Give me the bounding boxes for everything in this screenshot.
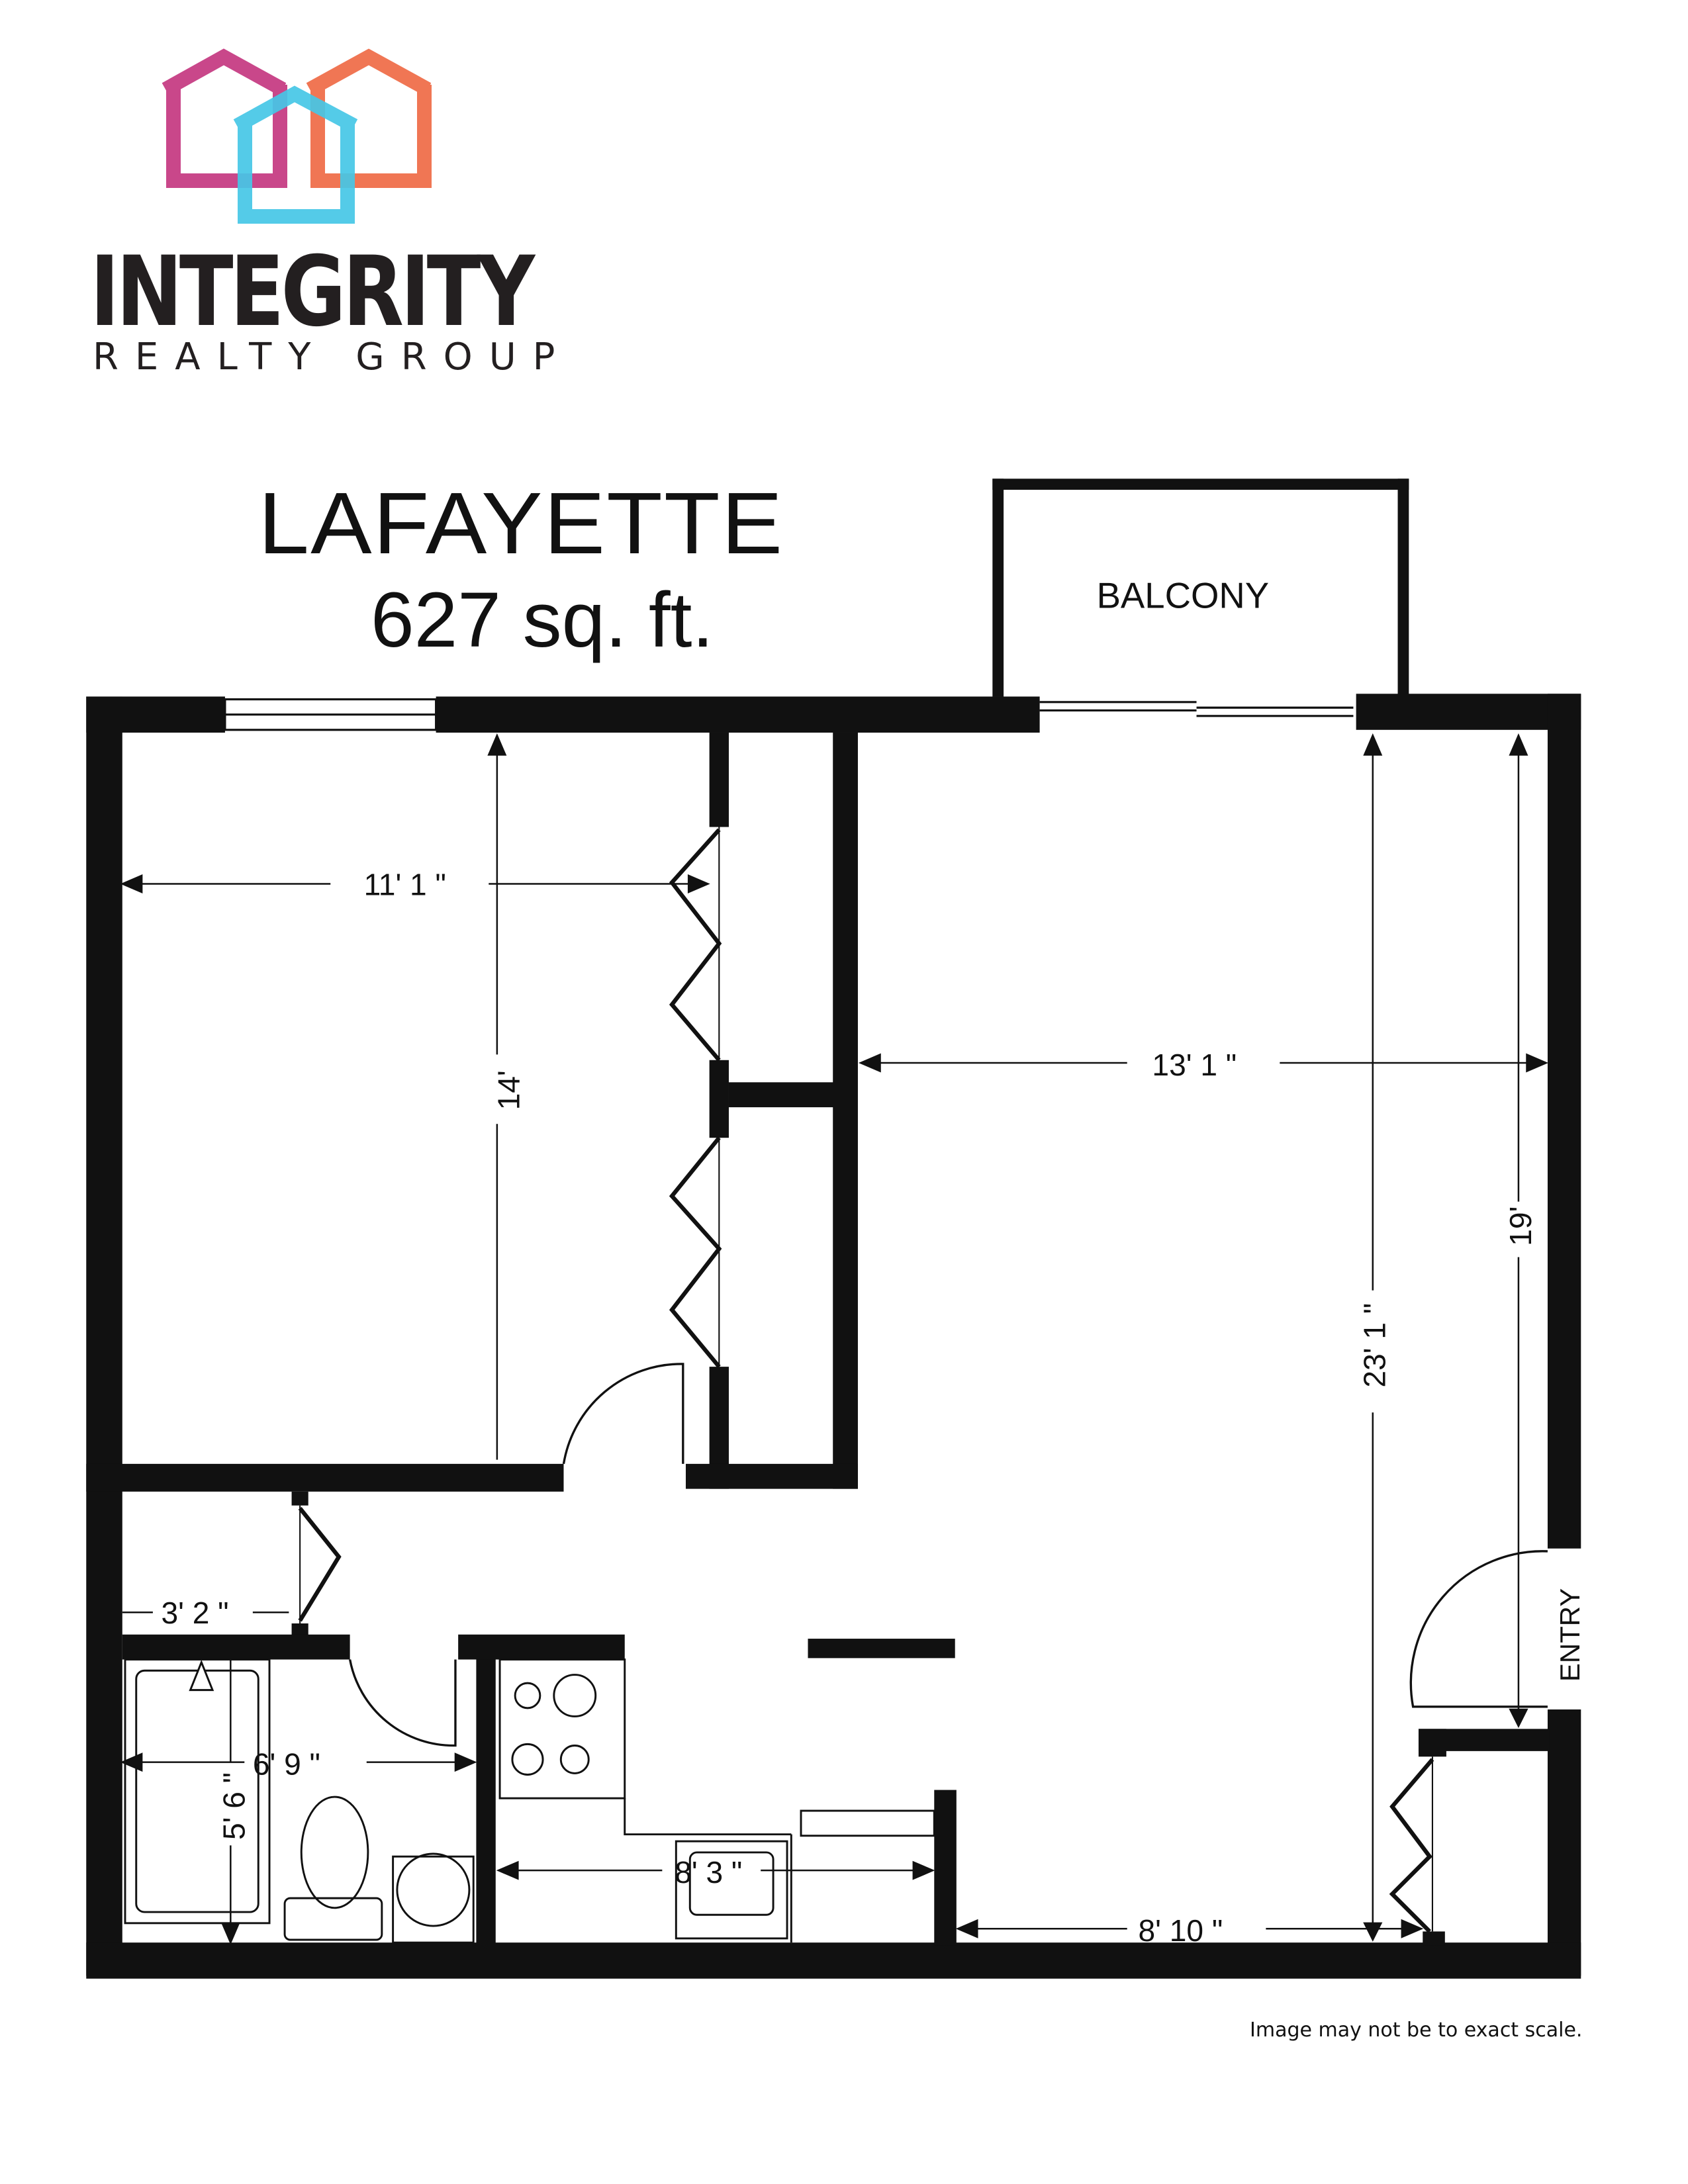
entry-width-label: 8' 10 " — [1138, 1913, 1223, 1948]
cyan-house-icon — [233, 85, 358, 224]
orange-house-icon — [306, 48, 432, 188]
tub-length-label: 5' 6 " — [216, 1772, 251, 1840]
balcony-label: BALCONY — [1097, 575, 1269, 615]
magenta-house-icon — [162, 48, 287, 188]
brand-subtitle: REALTY GROUP — [93, 336, 572, 379]
entry-label: ENTRY — [1554, 1588, 1585, 1682]
living-full-length-label: 23' 1 " — [1358, 1303, 1392, 1388]
scale-disclaimer: Image may not be to exact scale. — [1250, 2019, 1583, 2042]
floorplan-area: 627 sq. ft. — [371, 576, 714, 664]
floorplan-title: LAFAYETTE — [258, 475, 784, 572]
bath-width-label: 6' 9 " — [253, 1747, 320, 1782]
living-length-label: 19' — [1503, 1206, 1538, 1246]
kitchen-width-label: 8' 3 " — [675, 1855, 742, 1889]
living-width-label: 13' 1 " — [1152, 1048, 1237, 1082]
bedroom-length-label: 14' — [491, 1070, 526, 1110]
bedroom-width-label: 11' 1 " — [364, 867, 446, 901]
closet-width-label: 3' 2 " — [161, 1596, 228, 1630]
brand-name: INTEGRITY — [90, 236, 535, 348]
